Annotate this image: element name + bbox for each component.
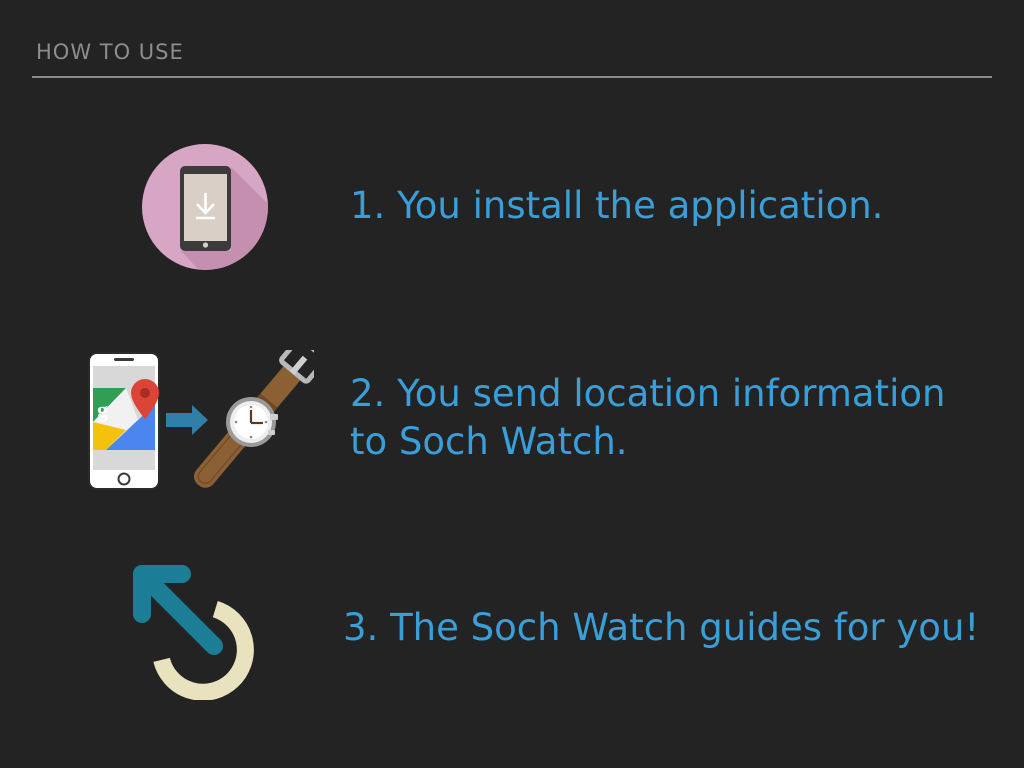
step-2-text: 2. You send location information to Soch…: [350, 370, 945, 466]
phone-download-icon: [142, 144, 268, 270]
step-3-text: 3. The Soch Watch guides for you!: [343, 606, 980, 649]
step-1-text: 1. You install the application.: [350, 184, 884, 227]
arrow-circle-icon: [133, 565, 254, 700]
step-2-line-2: to Soch Watch.: [350, 420, 628, 463]
section-title: HOW TO USE: [36, 40, 184, 64]
phone-map-to-watch-icon: g: [88, 350, 314, 490]
step-2-line-1: 2. You send location information: [350, 372, 946, 415]
title-divider: [32, 76, 992, 78]
svg-text:g: g: [97, 397, 108, 422]
